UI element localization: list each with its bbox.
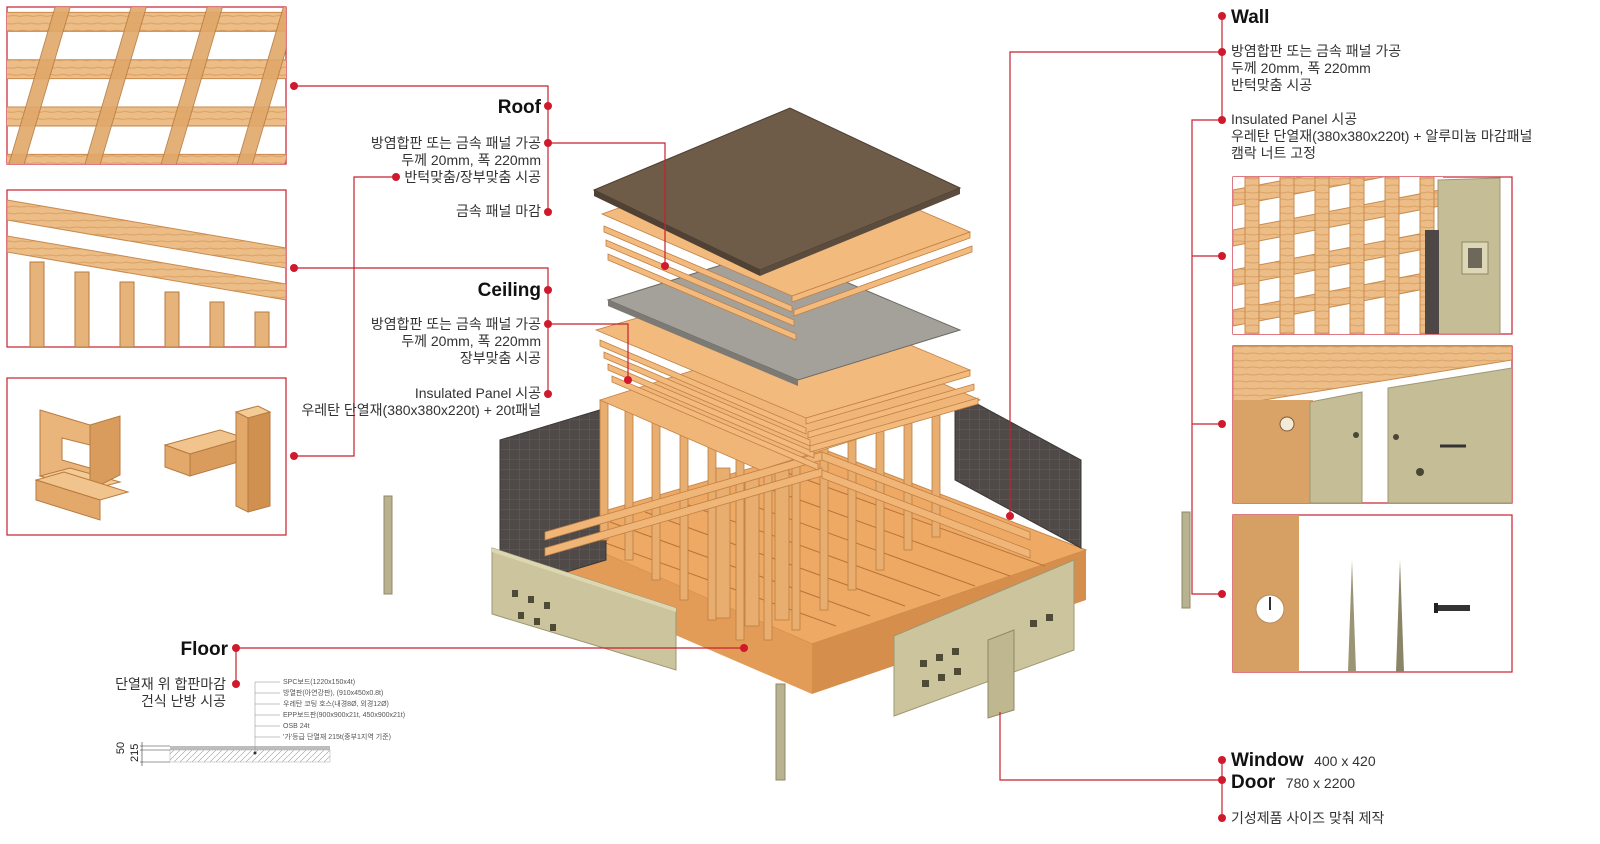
ceiling-detail-image [6, 189, 287, 348]
floor-layer-3: 우레탄 코팅 호스(내경8Ø, 외경12Ø) [283, 699, 389, 708]
ceiling-title: Ceiling [478, 280, 541, 301]
roof-detail-image [6, 6, 287, 165]
roof-note-3: 반턱맞춤/장부맞춤 시공 [404, 169, 541, 185]
window-size: 400 x 420 [1314, 753, 1376, 769]
wall-panel-note-3: 캠락 너트 고정 [1231, 145, 1316, 161]
ceiling-note-1: 방염합판 또는 금속 패널 가공 [371, 316, 541, 332]
leader-dots [232, 12, 1226, 822]
floor-dim-50: 50 [115, 742, 127, 754]
roof-finish: 금속 패널 마감 [456, 203, 541, 219]
ceiling-panel-spec: 우레탄 단열재(380x380x220t) + 20t패널 [301, 402, 541, 418]
floor-layer-6: '가'등급 단열재 215t(중부1지역 기준) [283, 732, 391, 741]
window-title: Window [1231, 750, 1304, 771]
door-size: 780 x 2200 [1286, 775, 1355, 791]
floor-layer-2: 방열판(아연강판), (910x450x0.8t) [283, 688, 383, 697]
wall-panel-note-1: Insulated Panel 시공 [1231, 111, 1357, 127]
floor-dim-215: 215 [129, 744, 141, 762]
floor-section-detail: SPC보드(1220x150x4t) 방열판(아연강판), (910x450x0… [115, 678, 405, 766]
joint-detail-image [6, 377, 287, 536]
door-label: Door 780 x 2200 [1231, 772, 1355, 793]
openings-note: 기성제품 사이즈 맞춰 제작 [1231, 810, 1384, 826]
wall-panel-detail-image [1232, 345, 1513, 504]
wall-note-1: 방염합판 또는 금속 패널 가공 [1231, 43, 1401, 59]
roof-note-1: 방염합판 또는 금속 패널 가공 [371, 135, 541, 151]
floor-note-1: 단열재 위 합판마감 [115, 676, 226, 692]
ceiling-note-3: 장부맞춤 시공 [460, 350, 541, 366]
floor-layer-4: EPP보드판(900x900x21t, 450x900x21t) [283, 710, 405, 719]
exploded-model [383, 107, 1191, 781]
ceiling-panel-title: Insulated Panel 시공 [415, 385, 541, 401]
roof-note-2: 두께 20mm, 폭 220mm [401, 152, 541, 168]
door-title: Door [1231, 772, 1276, 793]
wall-note-3: 반턱맞춤 시공 [1231, 77, 1312, 93]
wall-title: Wall [1231, 7, 1269, 28]
leader-lines [235, 16, 1223, 818]
floor-note-2: 건식 난방 시공 [141, 693, 226, 709]
roof-title: Roof [498, 97, 542, 118]
wall-fastener-detail-image [1232, 514, 1513, 673]
ceiling-note-2: 두께 20mm, 폭 220mm [401, 333, 541, 349]
floor-layer-1: SPC보드(1220x150x4t) [283, 678, 355, 686]
floor-layer-5: OSB 24t [283, 723, 310, 730]
wall-grid-detail-image [1232, 176, 1513, 335]
floor-title: Floor [181, 639, 229, 660]
wall-note-2: 두께 20mm, 폭 220mm [1231, 60, 1371, 76]
wall-panel-note-2: 우레탄 단열재(380x380x220t) + 알루미늄 마감패널 [1231, 128, 1532, 144]
window-label: Window 400 x 420 [1231, 750, 1376, 771]
